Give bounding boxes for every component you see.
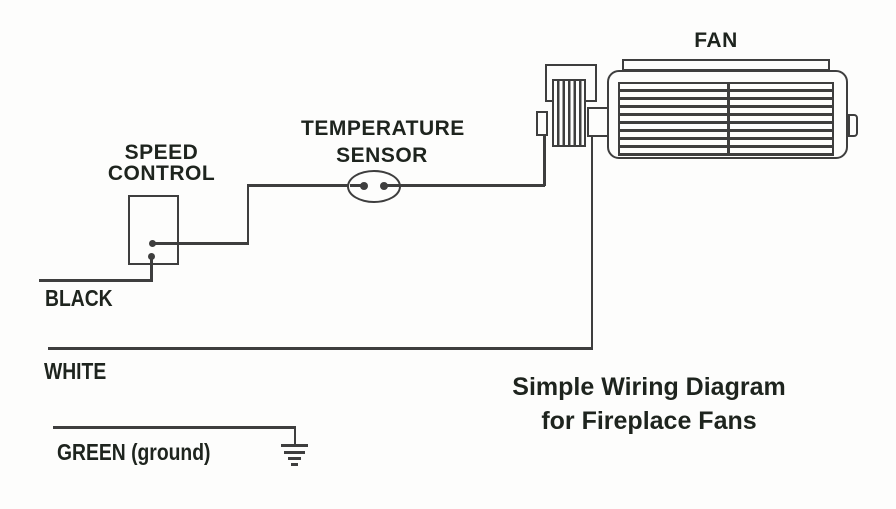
ground-icon-bar4 — [291, 463, 298, 466]
motor-windings — [552, 79, 586, 147]
speed-control-box — [128, 195, 179, 265]
temperature-sensor-label-line2: SENSOR — [336, 144, 428, 167]
temperature-sensor-label-line1: TEMPERATURE — [301, 117, 465, 140]
fan-label: FAN — [666, 30, 766, 51]
white-wire-label: WHITE — [44, 358, 107, 384]
diagram-title-line2: for Fireplace Fans — [541, 407, 757, 435]
motor-shaft-connector — [587, 107, 609, 137]
speed-control-label-line1: SPEED — [124, 141, 199, 164]
speed-control-label-line2: CONTROL — [107, 162, 216, 185]
fan-grille-divider — [727, 82, 730, 156]
wire-black-vertical — [150, 257, 153, 281]
wire-sensor-to-motor — [396, 184, 545, 187]
wire-riser-vertical — [246, 184, 249, 244]
black-wire-label: BLACK — [45, 285, 113, 311]
speed-control-terminal-lower — [148, 253, 155, 260]
sensor-stub-right — [384, 184, 399, 187]
green-wire-label: GREEN (ground) — [57, 439, 211, 465]
ground-icon-bar2 — [284, 450, 305, 454]
ground-icon-bar3 — [288, 457, 301, 460]
wire-white-horizontal — [48, 347, 593, 350]
wire-motor-drop — [543, 134, 546, 186]
sensor-contact-left — [360, 181, 368, 190]
diagram-title: Simple Wiring Diagram for Fireplace Fans — [499, 370, 799, 438]
sensor-contact-right — [380, 181, 388, 190]
wire-green-vertical — [293, 426, 296, 446]
fan-label-text: FAN — [694, 29, 738, 52]
speed-control-label: SPEED CONTROL — [94, 142, 229, 184]
temperature-sensor-label: TEMPERATURE SENSOR — [301, 115, 465, 169]
sensor-stub-left — [350, 184, 364, 187]
temperature-sensor-oval — [347, 170, 401, 203]
diagram-title-line1: Simple Wiring Diagram — [512, 373, 786, 401]
ground-icon — [281, 444, 308, 447]
wire-green-horizontal — [53, 426, 296, 429]
fan-right-tab — [848, 114, 858, 137]
wire-white-vertical — [590, 136, 593, 349]
speed-control-terminal-upper — [149, 240, 156, 247]
wire-speedcontrol-to-riser — [153, 242, 249, 245]
fan-grille — [618, 82, 834, 156]
wire-black-horizontal — [39, 279, 153, 282]
motor-left-tab — [536, 111, 548, 136]
wire-riser-to-sensor — [248, 184, 352, 187]
